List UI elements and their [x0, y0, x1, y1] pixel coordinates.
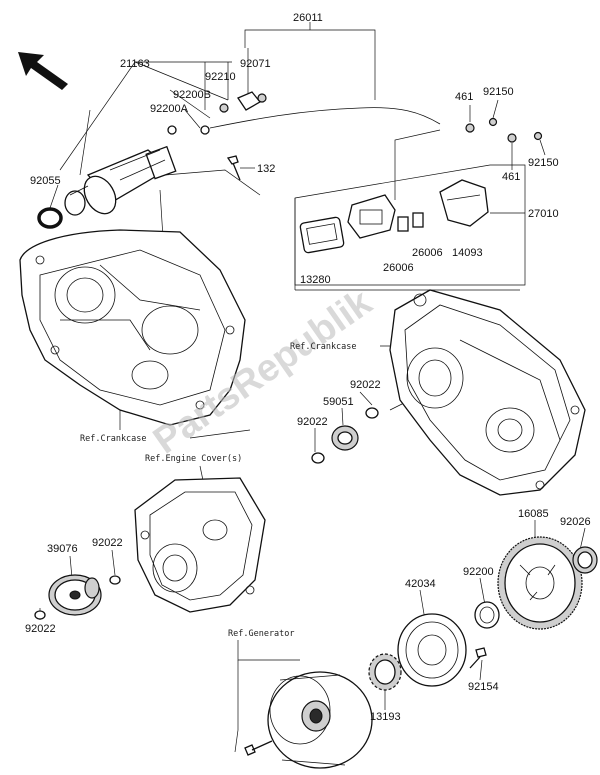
gear-16085 [497, 536, 583, 630]
label-26006-b: 26006 [383, 262, 414, 274]
label-27010: 27010 [528, 208, 559, 220]
flywheel-generator [267, 671, 373, 769]
label-13280: 13280 [300, 274, 331, 286]
ref-crankcase-left: Ref.Crankcase [80, 434, 147, 444]
label-26006-a: 26006 [412, 247, 443, 259]
label-461-right: 461 [502, 171, 520, 183]
starter-cable [209, 107, 441, 129]
fasteners-top [167, 91, 543, 181]
label-92200: 92200 [463, 566, 494, 578]
label-92022-b: 92022 [297, 416, 328, 428]
label-39076: 39076 [47, 543, 78, 555]
label-92022-c: 92022 [92, 537, 123, 549]
label-92150-right: 92150 [528, 157, 559, 169]
fuse-26006-b [412, 212, 424, 228]
reference-labels: Ref.Crankcase Ref.Crankcase Ref.Engine C… [80, 342, 357, 639]
nut-461-top [465, 123, 475, 133]
label-92022-a: 92022 [350, 379, 381, 391]
label-92071: 92071 [240, 58, 271, 70]
cover-14093 [439, 179, 489, 227]
label-92022-d: 92022 [25, 623, 56, 635]
relay-parts [299, 179, 489, 254]
washer-92022-a [365, 407, 379, 419]
label-461-top: 461 [455, 91, 473, 103]
washer-21163 [167, 125, 177, 135]
label-16085: 16085 [518, 508, 549, 520]
ref-generator: Ref.Generator [228, 629, 295, 639]
label-42034: 42034 [405, 578, 436, 590]
engine-cover [134, 477, 266, 613]
nut-92071 [257, 93, 267, 103]
gear-59051 [331, 425, 359, 451]
nut-92150-right [533, 131, 543, 141]
generator-bolt [244, 740, 273, 756]
label-92154: 92154 [468, 681, 499, 693]
one-way-clutch-13193 [368, 653, 402, 691]
bearing-92026 [572, 546, 598, 574]
label-92150-top: 92150 [483, 86, 514, 98]
crankcase-right [389, 289, 586, 496]
gear-39076 [48, 574, 102, 616]
starter-motor-21163 [64, 145, 177, 216]
washer-92200a [200, 125, 210, 135]
boot-92071 [237, 91, 261, 111]
part-labels: 26011 21163 92210 92071 92200B 92200A 46… [25, 12, 591, 723]
bolt-92154 [469, 647, 487, 669]
nut-461-right [507, 133, 517, 143]
washer-92022-b [311, 452, 325, 464]
label-59051: 59051 [323, 396, 354, 408]
label-132: 132 [257, 163, 275, 175]
ref-engine-cover: Ref.Engine Cover(s) [145, 454, 242, 464]
washer-92022-d [34, 610, 46, 620]
ref-crankcase-right: Ref.Crankcase [290, 342, 357, 352]
spacer-92200 [474, 601, 500, 629]
label-26011: 26011 [293, 12, 323, 24]
label-92026: 92026 [560, 516, 591, 528]
bolt-132 [226, 155, 241, 181]
washer-92022-c [109, 575, 121, 585]
nut-92150-top [488, 117, 498, 127]
label-92200b: 92200B [173, 89, 211, 101]
front-arrow-icon [18, 52, 68, 90]
label-92200a: 92200A [150, 103, 189, 115]
nut-92200b [219, 103, 229, 113]
relay-13280 [299, 216, 345, 254]
fuse-26006-a [397, 216, 409, 232]
crankcase-left [19, 229, 246, 426]
label-92055: 92055 [30, 175, 61, 187]
relay-27010 [347, 194, 396, 239]
o-ring-92055 [37, 207, 63, 229]
label-14093: 14093 [452, 247, 483, 259]
label-92210: 92210 [205, 71, 236, 83]
label-13193: 13193 [370, 711, 401, 723]
starter-clutch-42034 [397, 613, 467, 687]
label-21163: 21163 [120, 58, 150, 70]
